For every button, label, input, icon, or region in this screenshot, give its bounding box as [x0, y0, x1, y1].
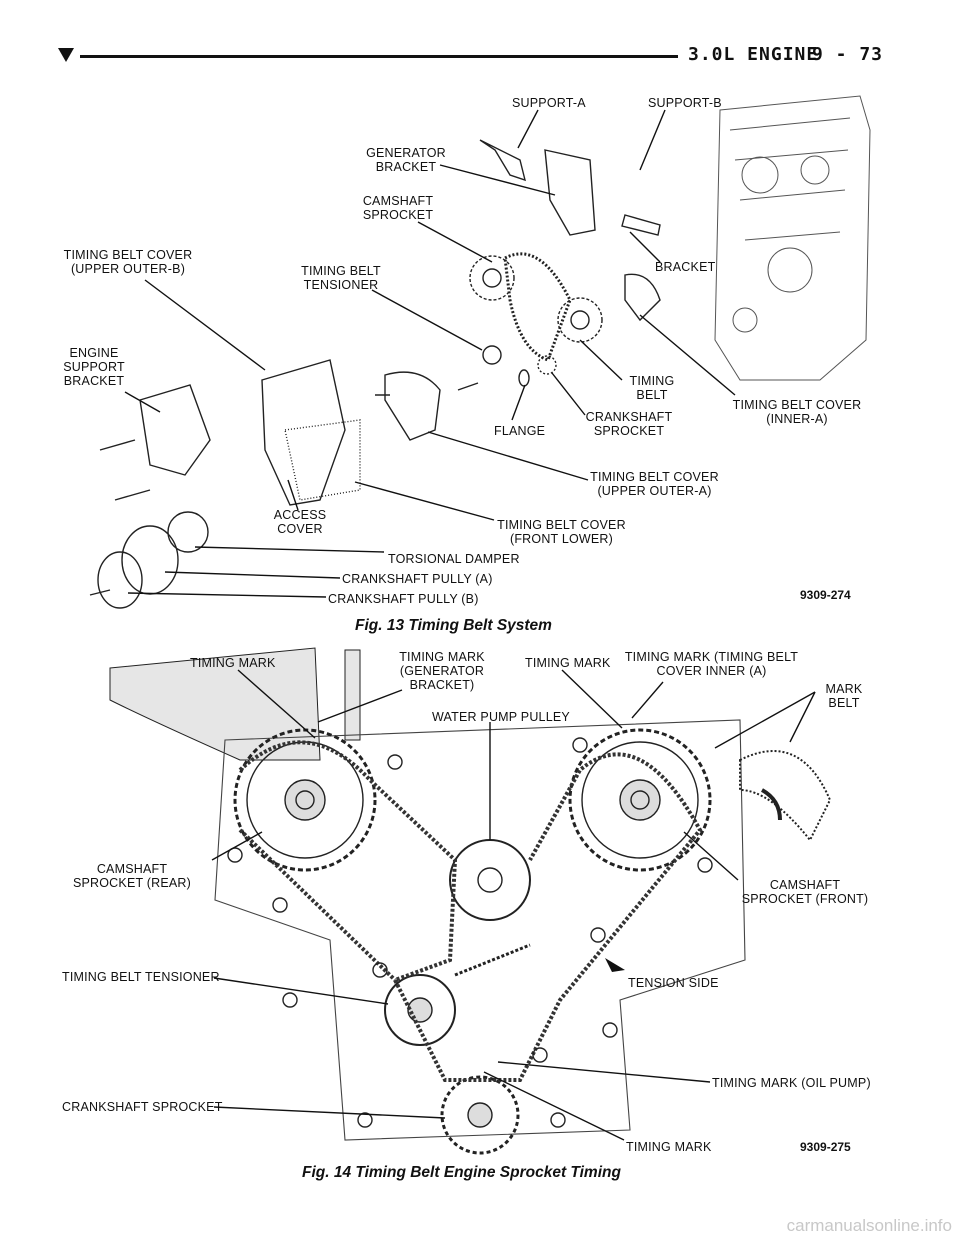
timing-belt-path — [238, 740, 703, 1082]
label-access-cover: ACCESS COVER — [273, 508, 327, 536]
label-cover-front-lower: TIMING BELT COVER (FRONT LOWER) — [497, 518, 626, 546]
bracket-part — [621, 214, 661, 236]
fig13-caption: Fig. 13 Timing Belt System — [355, 617, 552, 634]
fig14-caption: Fig. 14 Timing Belt Engine Sprocket Timi… — [302, 1164, 621, 1181]
label-generator-bracket: GENERATOR BRACKET — [366, 146, 446, 174]
label-torsional-damper: TORSIONAL DAMPER — [388, 552, 520, 566]
crankshaft-pully-a-part — [121, 525, 179, 595]
page-number: 9 - 73 — [812, 44, 884, 65]
crankshaft-pully-b-part — [97, 551, 143, 609]
label-mark-belt: MARK BELT — [825, 682, 863, 710]
inner-cover-part — [624, 273, 661, 322]
label-timing-mark-generator: TIMING MARK (GENERATOR BRACKET) — [399, 650, 485, 692]
watermark: carmanualsonline.info — [786, 1216, 952, 1235]
label-timing-mark-cover: TIMING MARK (TIMING BELT COVER INNER (A) — [624, 650, 799, 678]
tensioner-shape — [384, 974, 456, 1046]
label-timing-mark-2: TIMING MARK — [525, 656, 611, 670]
label-pully-a: CRANKSHAFT PULLY (A) — [342, 572, 493, 586]
engine-front-outline — [214, 719, 746, 1141]
label-tensioner-14: TIMING BELT TENSIONER — [62, 970, 220, 984]
fig13-code: 9309-274 — [800, 588, 851, 602]
label-engine-support-bracket: ENGINE SUPPORT BRACKET — [63, 346, 125, 388]
cover-upper-outer-a-part — [384, 371, 441, 441]
fig14-artwork — [109, 647, 832, 1155]
label-water-pump-pulley: WATER PUMP PULLEY — [432, 710, 570, 724]
label-mark-oil-pump: TIMING MARK (OIL PUMP) — [712, 1076, 871, 1090]
label-cam-rear: CAMSHAFT SPROCKET (REAR) — [72, 862, 192, 890]
timing-belt-part — [503, 252, 572, 362]
label-crank-sprocket-14: CRANKSHAFT SPROCKET — [62, 1100, 223, 1114]
camshaft-sprocket-front-part — [557, 297, 603, 343]
label-support-b: SUPPORT-B — [648, 96, 722, 110]
header-rule — [80, 55, 678, 58]
section-title: 3.0L ENGINE — [688, 44, 819, 65]
tension-side-arrow-icon — [605, 958, 625, 972]
label-flange: FLANGE — [494, 424, 546, 438]
label-bracket: BRACKET — [655, 260, 716, 274]
generator-bracket-shape — [109, 647, 321, 761]
tensioner-part — [482, 345, 502, 365]
header-triangle-icon — [58, 48, 74, 62]
fig14-code: 9309-275 — [800, 1140, 851, 1154]
crankshaft-sprocket-shape — [440, 1075, 520, 1155]
label-cover-inner-a: TIMING BELT COVER (INNER-A) — [732, 398, 862, 426]
support-a-part — [479, 139, 526, 182]
fig13-leader-lines — [124, 109, 736, 598]
camshaft-sprocket-rear-part — [469, 255, 515, 301]
cover-front-lower-part — [284, 419, 361, 501]
label-timing-belt: TIMING BELT — [629, 374, 675, 402]
camshaft-sprocket-front-shape — [568, 728, 712, 872]
torsional-damper-part — [167, 511, 209, 553]
fig14-leader-lines — [211, 669, 816, 1141]
label-crankshaft-sprocket: CRANKSHAFT SPROCKET — [585, 410, 673, 438]
label-cover-upper-outer-a: TIMING BELT COVER (UPPER OUTER-A) — [590, 470, 719, 498]
engine-support-bracket-part — [139, 384, 211, 476]
generator-bracket-part — [544, 149, 596, 236]
label-tension-side: TENSION SIDE — [628, 976, 719, 990]
label-timing-mark-1: TIMING MARK — [190, 656, 276, 670]
label-tensioner: TIMING BELT TENSIONER — [301, 264, 381, 292]
label-camshaft-sprocket: CAMSHAFT SPROCKET — [362, 194, 434, 222]
cover-upper-outer-b-part — [261, 359, 346, 506]
label-pully-b: CRANKSHAFT PULLY (B) — [328, 592, 479, 606]
label-cover-upper-outer-b: TIMING BELT COVER (UPPER OUTER-B) — [63, 248, 193, 276]
engine-block-sketch — [714, 95, 871, 381]
label-timing-mark-bottom: TIMING MARK — [626, 1140, 712, 1154]
label-support-a: SUPPORT-A — [512, 96, 586, 110]
label-cam-front: CAMSHAFT SPROCKET (FRONT) — [741, 878, 869, 906]
water-pump-pulley-shape — [449, 839, 531, 921]
mark-belt-detail — [739, 750, 832, 842]
